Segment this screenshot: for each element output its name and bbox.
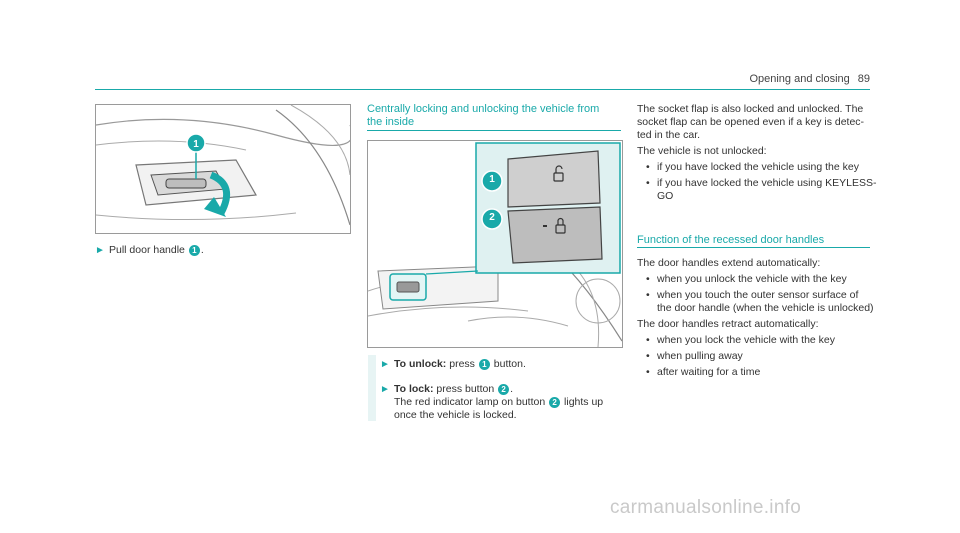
section-title-recessed-handles: Function of the recessed door handles bbox=[637, 234, 825, 246]
pull-handle-step: ► Pull door handle 1. bbox=[95, 244, 355, 257]
keyless-line1: if you have locked the vehicle using KEY… bbox=[657, 177, 877, 189]
arrow-right-icon: ► bbox=[95, 245, 105, 256]
not-unlocked-text: The vehicle is not unlocked: bbox=[637, 145, 767, 157]
list-item: when you unlock the vehicle with the key bbox=[637, 273, 882, 286]
lock-text-after: . bbox=[510, 383, 514, 395]
right-column-text: The socket flap is also locked and unloc… bbox=[637, 103, 877, 203]
list-item: if you have locked the vehicle using the… bbox=[637, 161, 877, 174]
step-highlight-bar bbox=[368, 355, 376, 421]
step-period: . bbox=[200, 244, 204, 256]
section-title-line2: the inside bbox=[367, 116, 415, 128]
list-item: when you touch the outer sensor surface … bbox=[637, 289, 882, 315]
step-text: Pull door handle bbox=[109, 244, 185, 256]
callout-badge: 1 bbox=[188, 244, 200, 256]
door-handle-drawing: 1 bbox=[96, 105, 350, 226]
socket-flap-line3: ted in the car. bbox=[637, 129, 701, 141]
recessed-handles-text: The door handles extend automatically: w… bbox=[637, 257, 882, 379]
lock-step: ► To lock: press button 2. The red indica… bbox=[380, 383, 630, 422]
section-rule bbox=[367, 130, 621, 131]
touch-line1: when you touch the outer sensor surface … bbox=[657, 289, 859, 301]
list-item: after waiting for a time bbox=[637, 366, 882, 379]
header-title: Opening and closing bbox=[749, 73, 850, 85]
unlock-text-before: press bbox=[449, 358, 475, 370]
lock-text-before: press button bbox=[436, 383, 495, 395]
socket-flap-line2: socket flap can be opened even if a key … bbox=[637, 116, 865, 128]
touch-line2: the door handle (when the vehicle is unl… bbox=[657, 302, 874, 314]
callout-badge: 2 bbox=[549, 396, 561, 408]
lock-note-after: lights up bbox=[564, 396, 604, 408]
locking-buttons-drawing bbox=[368, 142, 622, 347]
lock-label: To lock: bbox=[394, 383, 434, 395]
unlock-text-after: button. bbox=[493, 358, 526, 370]
callout-badge: 2 bbox=[498, 383, 510, 395]
locking-buttons-illustration: 1 2 bbox=[367, 140, 623, 348]
arrow-right-icon: ► bbox=[380, 359, 390, 370]
callout-badge: 1 bbox=[478, 358, 490, 370]
list-item: when pulling away bbox=[637, 350, 882, 363]
header-rule bbox=[95, 89, 870, 90]
unlock-label: To unlock: bbox=[394, 358, 447, 370]
keyless-line2: GO bbox=[657, 190, 674, 202]
list-item: when you lock the vehicle with the key bbox=[637, 334, 882, 347]
extend-text: The door handles extend automatically: bbox=[637, 257, 821, 269]
section-title-line1: Centrally locking and unlocking the vehi… bbox=[367, 103, 600, 115]
svg-text:1: 1 bbox=[193, 139, 199, 150]
page-number: 89 bbox=[857, 73, 870, 85]
watermark: carmanualsonline.info bbox=[610, 497, 802, 518]
callout-badge-2: 2 bbox=[489, 212, 495, 223]
retract-text: The door handles retract automatically: bbox=[637, 318, 819, 330]
page-header: Opening and closing 89 bbox=[700, 73, 870, 85]
list-item: if you have locked the vehicle using KEY… bbox=[637, 177, 877, 203]
lock-note-line2: once the vehicle is locked. bbox=[394, 409, 517, 421]
section-rule bbox=[637, 247, 870, 248]
unlock-step: ► To unlock: press 1 button. bbox=[380, 358, 625, 371]
lock-note-before: The red indicator lamp on button bbox=[394, 396, 546, 408]
callout-badge-1: 1 bbox=[489, 174, 495, 185]
section-title-central-locking: Centrally locking and unlocking the vehi… bbox=[367, 103, 617, 129]
socket-flap-line1: The socket flap is also locked and unloc… bbox=[637, 103, 864, 115]
arrow-right-icon: ► bbox=[380, 384, 390, 395]
door-handle-illustration: 1 bbox=[95, 104, 351, 234]
